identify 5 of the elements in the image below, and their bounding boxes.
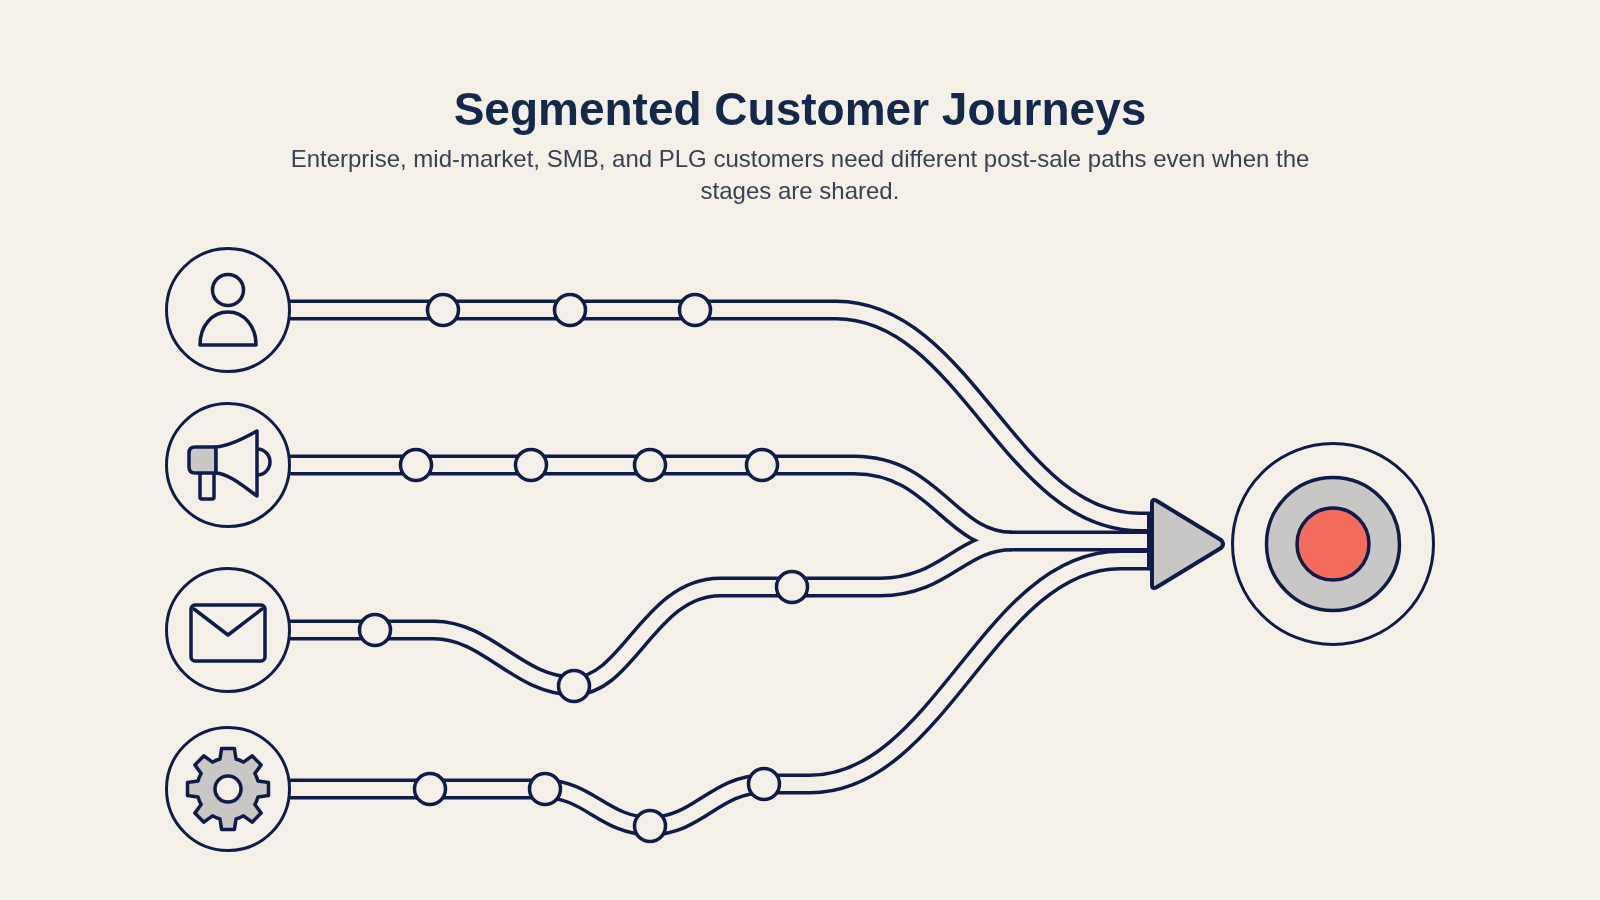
merge-arrowhead-triangle bbox=[1149, 496, 1227, 592]
diagram-title: Segmented Customer Journeys bbox=[453, 82, 1147, 137]
journey-track-line bbox=[290, 549, 1150, 837]
journey-track-line bbox=[290, 299, 1151, 533]
subtitle-text: Enterprise, mid-market, SMB, and PLG customers need different post-sale paths even when the stages are shared. bbox=[289, 144, 1311, 206]
